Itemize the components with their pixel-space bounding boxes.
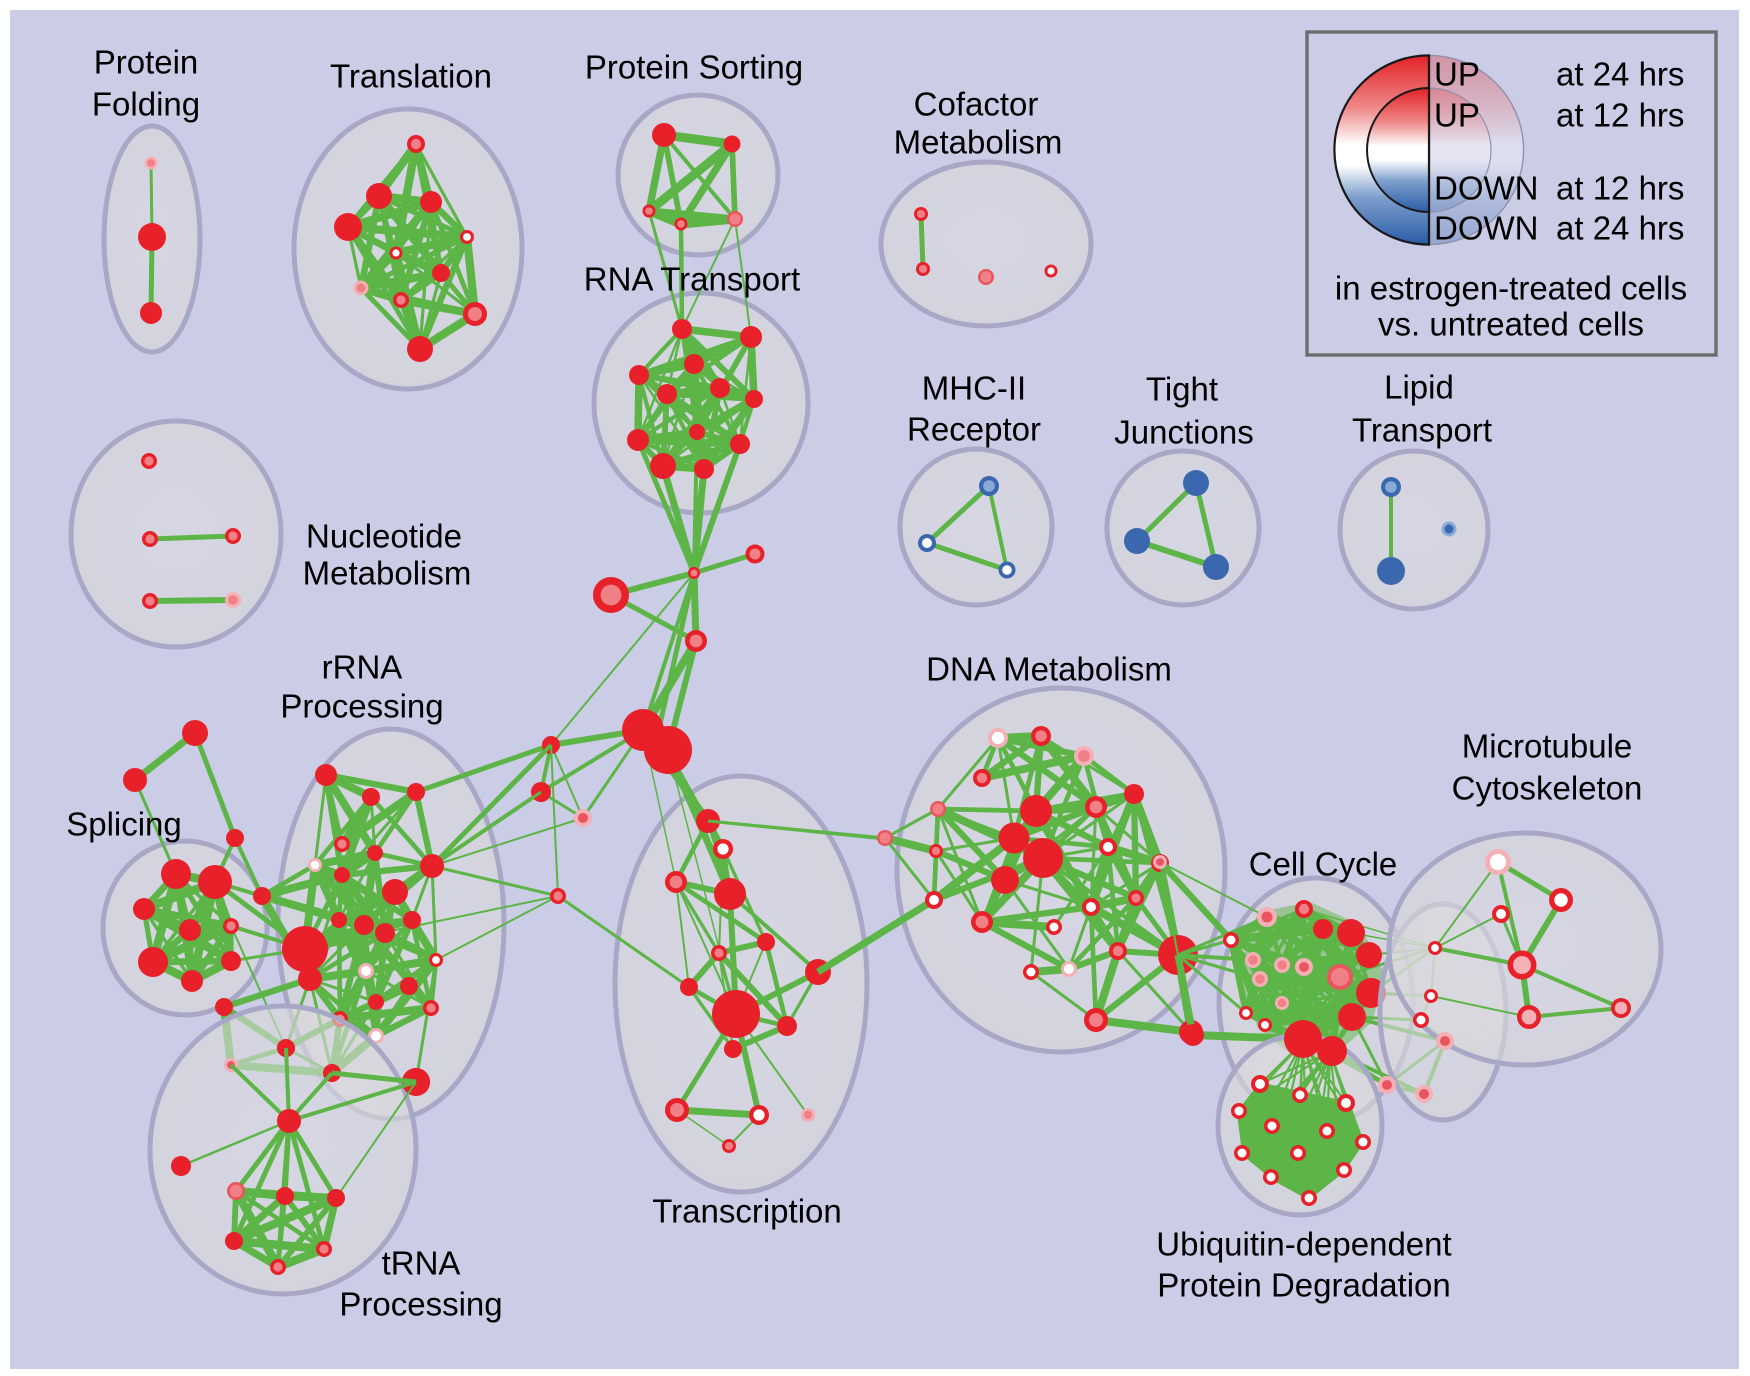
svg-text:Cofactor: Cofactor <box>914 86 1039 123</box>
svg-text:DNA Metabolism: DNA Metabolism <box>926 651 1172 688</box>
svg-text:UP: UP <box>1434 56 1480 93</box>
svg-text:Ubiquitin-dependent: Ubiquitin-dependent <box>1156 1226 1451 1263</box>
svg-text:Cell Cycle: Cell Cycle <box>1249 846 1398 883</box>
svg-text:Cytoskeleton: Cytoskeleton <box>1452 770 1643 807</box>
svg-text:Tight: Tight <box>1146 371 1218 408</box>
svg-text:rRNA: rRNA <box>322 649 403 686</box>
svg-text:DOWN: DOWN <box>1434 170 1538 207</box>
svg-text:at 24 hrs: at 24 hrs <box>1556 210 1684 247</box>
svg-text:in estrogen-treated cells: in estrogen-treated cells <box>1335 270 1687 307</box>
svg-text:Protein Sorting: Protein Sorting <box>585 49 803 86</box>
svg-text:UP: UP <box>1434 97 1480 134</box>
svg-text:Metabolism: Metabolism <box>894 124 1063 161</box>
svg-text:at 24 hrs: at 24 hrs <box>1556 56 1684 93</box>
svg-text:Nucleotide: Nucleotide <box>306 518 462 555</box>
svg-text:tRNA: tRNA <box>382 1245 461 1282</box>
svg-text:Folding: Folding <box>92 86 200 123</box>
svg-text:vs. untreated cells: vs. untreated cells <box>1378 306 1644 343</box>
svg-text:MHC-II: MHC-II <box>922 370 1026 407</box>
svg-text:Receptor: Receptor <box>907 411 1041 448</box>
svg-text:Transport: Transport <box>1352 412 1492 449</box>
svg-text:Translation: Translation <box>330 58 492 95</box>
svg-text:DOWN: DOWN <box>1434 210 1538 247</box>
svg-text:Metabolism: Metabolism <box>303 555 472 592</box>
svg-text:Microtubule: Microtubule <box>1462 728 1633 765</box>
svg-text:RNA Transport: RNA Transport <box>584 261 800 298</box>
svg-text:at 12 hrs: at 12 hrs <box>1556 97 1684 134</box>
svg-text:Lipid: Lipid <box>1384 369 1454 406</box>
svg-text:Transcription: Transcription <box>652 1193 842 1230</box>
svg-text:at 12 hrs: at 12 hrs <box>1556 170 1684 207</box>
svg-text:Protein Degradation: Protein Degradation <box>1157 1267 1451 1304</box>
svg-text:Splicing: Splicing <box>66 806 182 843</box>
svg-text:Processing: Processing <box>339 1286 502 1323</box>
svg-text:Protein: Protein <box>94 44 199 81</box>
svg-text:Junctions: Junctions <box>1114 414 1253 451</box>
svg-text:Processing: Processing <box>280 688 443 725</box>
